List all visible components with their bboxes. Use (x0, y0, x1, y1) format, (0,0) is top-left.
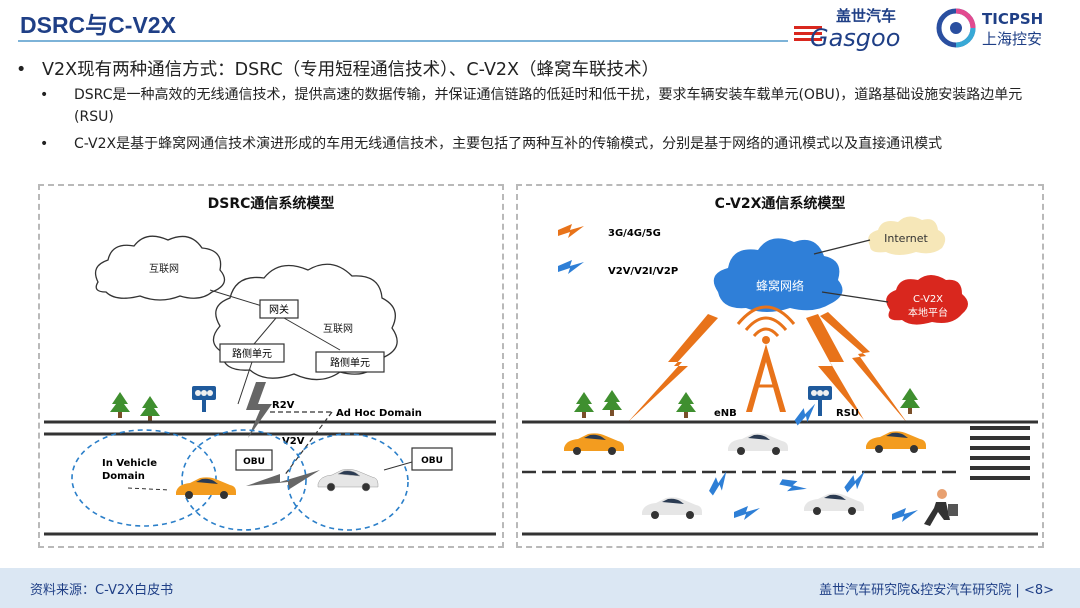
blue-bolt-legend-icon (558, 260, 584, 274)
cloud-label: 互联网 (323, 323, 353, 335)
tree-icon (140, 396, 160, 422)
dsrc-diagram: DSRC通信系统模型 互联网 互联网 网关 路侧单元 路侧单元 R2V Ad H… (40, 186, 502, 546)
r2v-label: R2V (272, 400, 295, 411)
tree-icon (602, 390, 622, 416)
cv2x-title: C-V2X通信系统模型 (715, 195, 846, 212)
bullet-dot: • (40, 84, 66, 106)
direct-bolt-icon (734, 506, 760, 520)
in-vehicle-label: In Vehicle (102, 458, 157, 469)
tree-icon (574, 392, 594, 418)
pointer-line (384, 462, 412, 470)
bullet-dot: • (40, 133, 66, 155)
ticpsh-cn-text: 上海控安 (982, 30, 1042, 48)
direct-bolt-icon (778, 474, 808, 499)
bullet-dot: • (16, 60, 42, 80)
orange-car-icon (866, 431, 926, 453)
rsu-label: RSU (836, 408, 859, 419)
local-platform-label-2: 本地平台 (908, 306, 948, 319)
white-car-icon (804, 493, 864, 515)
internet-cloud: Internet (868, 216, 945, 255)
dsrc-diagram-panel: DSRC通信系统模型 互联网 互联网 网关 路侧单元 路侧单元 R2V Ad H… (38, 184, 504, 548)
v2v-label: V2V (282, 436, 305, 447)
white-car-icon (318, 469, 378, 491)
dsrc-title: DSRC通信系统模型 (208, 195, 335, 212)
adhoc-label: Ad Hoc Domain (336, 408, 422, 419)
local-platform-cloud: C-V2X 本地平台 (886, 275, 968, 325)
domain-label: Domain (102, 471, 145, 482)
title-divider (18, 40, 788, 42)
traffic-light-icon (192, 386, 216, 412)
sub-bullet-dsrc: • DSRC是一种高效的无线通信技术，提供高速的数据传输，并保证通信链路的低延时… (40, 84, 1050, 130)
cellular-bolt-icon (806, 314, 864, 420)
white-car-icon (728, 433, 788, 455)
sub-bullet-cv2x: • C-V2X是基于蜂窝网通信技术演进形成的车用无线通信技术，主要包括了两种互补… (40, 133, 1050, 179)
orange-car-icon (564, 433, 624, 455)
pedestrian-icon (924, 489, 958, 526)
ticpsh-logo: TICPSH 上海控安 (934, 4, 1074, 52)
gateway-label: 网关 (269, 303, 289, 316)
legend-direct-label: V2V/V2I/V2P (608, 266, 678, 277)
cellular-bolt-icon (628, 314, 718, 422)
direct-bolt-icon (892, 508, 918, 522)
footer-bar: 资料来源：C-V2X白皮书 盖世汽车研究院&控安汽车研究院 | <8> (0, 568, 1080, 608)
tree-icon (676, 392, 696, 418)
tree-icon (900, 388, 920, 414)
obu-label-2: OBU (421, 456, 443, 466)
page-number: 盖世汽车研究院&控安汽车研究院 | <8> (819, 579, 1054, 598)
direct-bolt-icon (705, 470, 734, 497)
gasgoo-cn-text: 盖世汽车 (836, 7, 896, 25)
white-car-icon (642, 497, 702, 519)
internet-label: Internet (884, 232, 928, 245)
local-platform-label-1: C-V2X (913, 294, 943, 305)
ticpsh-ring-icon (939, 11, 973, 45)
cloud-label: 互联网 (149, 263, 179, 275)
legend-cellular-label: 3G/4G/5G (608, 228, 661, 239)
main-bullet-text: V2X现有两种通信方式：DSRC（专用短程通信技术）、C-V2X（蜂窝车联技术） (42, 60, 659, 80)
internet-cloud-small: 互联网 (96, 236, 225, 300)
obu-label-1: OBU (243, 457, 265, 467)
rsu-label-2: 路侧单元 (330, 356, 370, 369)
tree-icon (110, 392, 130, 418)
orange-car-icon (176, 477, 236, 499)
enb-label: eNB (714, 408, 737, 419)
gasgoo-en-text: Gasgoo (810, 24, 900, 52)
orange-bolt-legend-icon (558, 224, 584, 238)
page-title: DSRC与C-V2X (20, 6, 176, 40)
cv2x-diagram: C-V2X通信系统模型 3G/4G/5G V2V/V2I/V2P 蜂窝网络 In… (518, 186, 1042, 546)
main-bullet: •V2X现有两种通信方式：DSRC（专用短程通信技术）、C-V2X（蜂窝车联技术… (16, 56, 659, 81)
cellular-label: 蜂窝网络 (756, 278, 804, 293)
sub-bullet-dsrc-text: DSRC是一种高效的无线通信技术，提供高速的数据传输，并保证通信链路的低延时和低… (74, 84, 1044, 128)
source-note: 资料来源：C-V2X白皮书 (30, 579, 173, 598)
link-line (814, 240, 870, 254)
cellular-network-cloud: 蜂窝网络 (714, 238, 843, 312)
ticpsh-en-text: TICPSH (982, 10, 1043, 28)
cv2x-diagram-panel: C-V2X通信系统模型 3G/4G/5G V2V/V2I/V2P 蜂窝网络 In… (516, 184, 1044, 548)
crosswalk (970, 426, 1030, 480)
rsu-label-1: 路侧单元 (232, 347, 272, 360)
pointer-line (128, 488, 170, 490)
enb-tower-icon (738, 307, 794, 412)
sub-bullet-cv2x-text: C-V2X是基于蜂窝网通信技术演进形成的车用无线通信技术，主要包括了两种互补的传… (74, 133, 1044, 155)
wireless-bolt-icon (246, 470, 320, 490)
gasgoo-logo: 盖世汽车 Gasgoo (790, 4, 926, 52)
